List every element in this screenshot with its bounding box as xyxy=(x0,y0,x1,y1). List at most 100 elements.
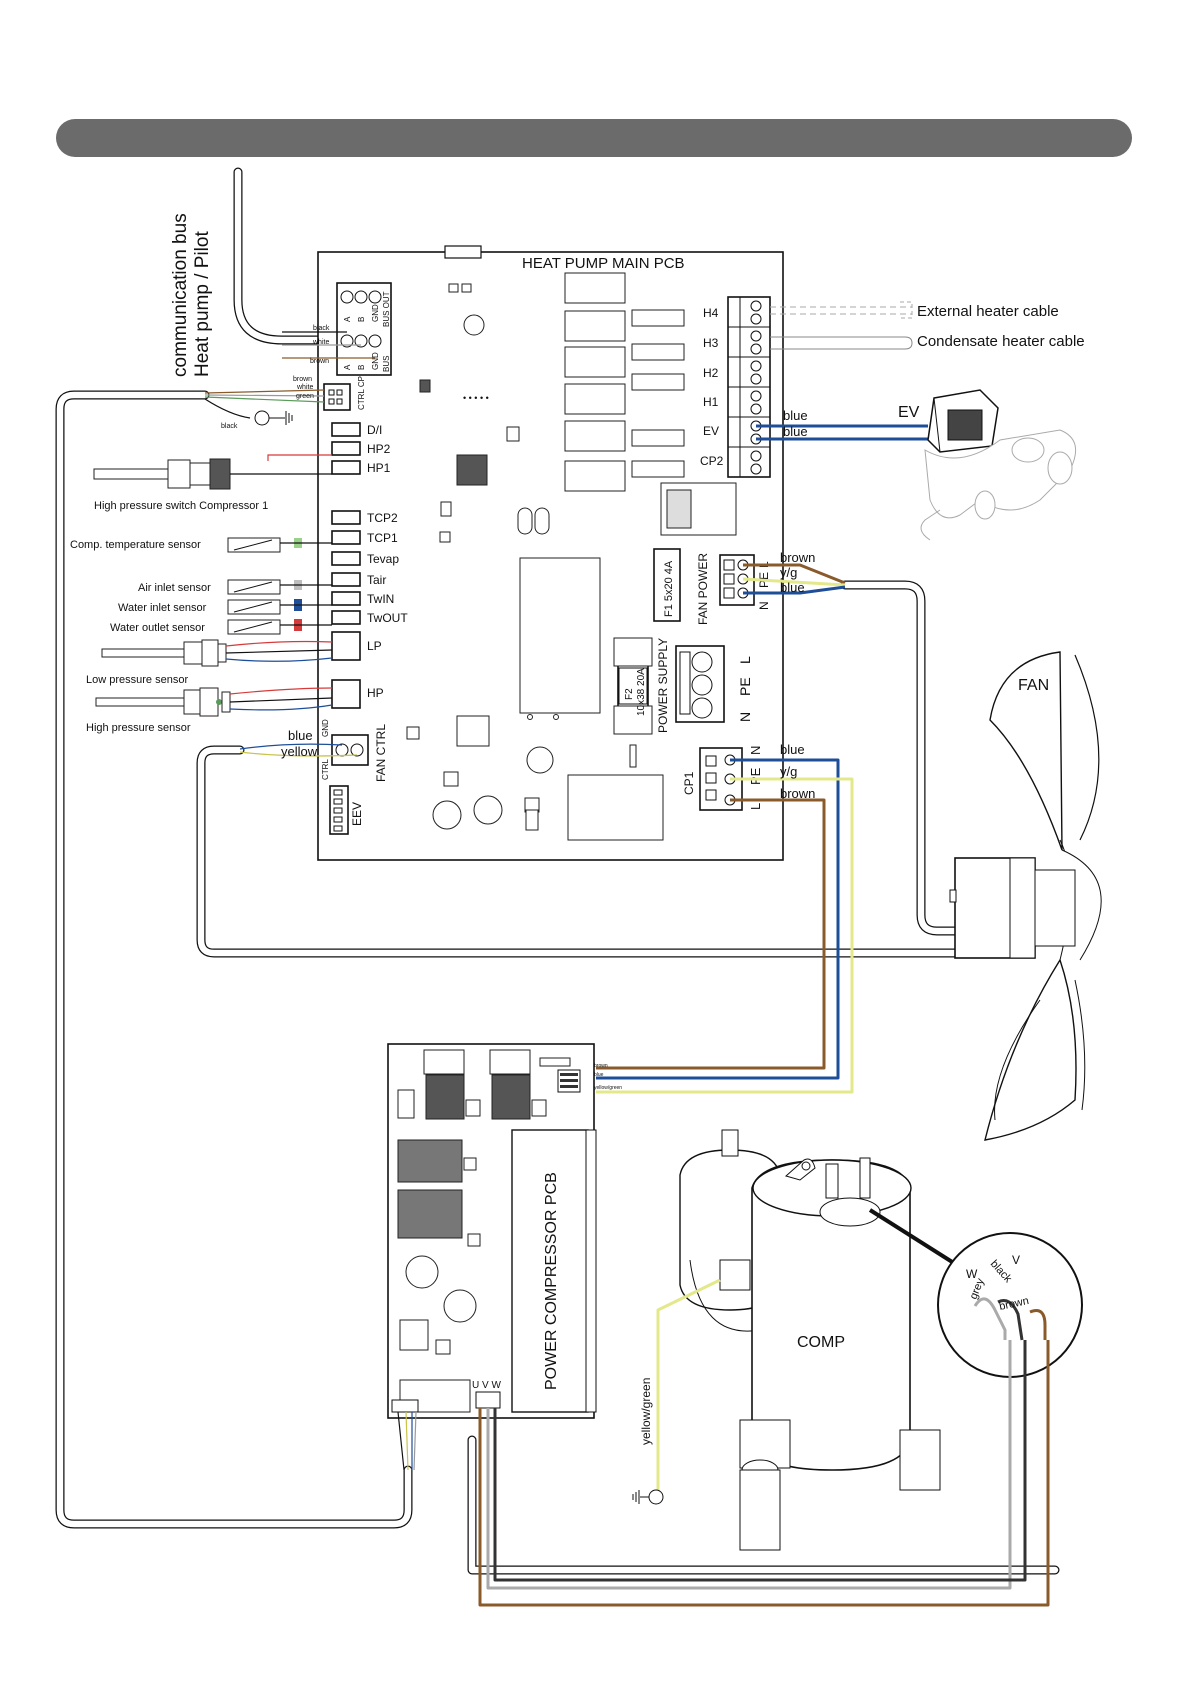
fan-power-pin-n: N xyxy=(757,601,771,610)
condensate-heater-label: Condensate heater cable xyxy=(917,333,1085,350)
svg-text:• • • • •: • • • • • xyxy=(463,393,489,403)
detail-w: W xyxy=(966,1267,978,1281)
term-di: D/I xyxy=(367,423,382,437)
term-twin: TwIN xyxy=(367,592,394,606)
cp-wire-green-label: green xyxy=(296,393,314,400)
power-supply-connector: POWER SUPPLY N PE L xyxy=(656,638,753,733)
low-pressure-sensor: Low pressure sensor xyxy=(86,639,333,686)
ctrl-cp-connector: CTRL CP xyxy=(323,376,366,411)
ev-wires: blue blue xyxy=(756,408,928,441)
left-terminal-blocks xyxy=(331,422,361,709)
uvw-wires xyxy=(478,1340,1050,1607)
cp-wire-black-label: black xyxy=(221,423,238,430)
term-hp1: HP1 xyxy=(367,461,391,475)
detail-v: V xyxy=(1012,1253,1020,1267)
uvw-label: U V W xyxy=(472,1380,501,1391)
term-ev: EV xyxy=(703,424,719,438)
left-terminal-labels: D/I HP2 HP1 TCP2 TCP1 Tevap Tair TwIN Tw… xyxy=(367,423,408,700)
gnd-label: GND xyxy=(321,719,330,737)
right-terminal-strip xyxy=(727,296,771,478)
compressor-cable-loop xyxy=(467,1435,1060,1575)
fan-label: FAN xyxy=(1018,677,1049,694)
term-tcp1: TCP1 xyxy=(367,531,398,545)
term-tair: Tair xyxy=(367,573,386,587)
bus-pin-a-bottom: A xyxy=(343,364,352,370)
cp1-pin-pe: PE xyxy=(748,767,763,785)
power-pcb-label: POWER COMPRESSOR PCB xyxy=(543,1172,560,1390)
condensate-heater-cable: Condensate heater cable xyxy=(770,333,1085,350)
relays xyxy=(564,272,685,492)
term-hp2: HP2 xyxy=(367,442,391,456)
right-terminal-labels: H4 H3 H2 H1 EV CP2 xyxy=(700,306,724,468)
water-inlet-sensor: Water inlet sensor xyxy=(118,599,332,615)
power-supply-pin-l: L xyxy=(737,656,753,664)
cp1-yg-label: y/g xyxy=(780,764,797,779)
main-pcb: HEAT PUMP MAIN PCB xyxy=(317,245,784,861)
term-lp: LP xyxy=(367,639,382,653)
ev-wire-blue-1: blue xyxy=(783,408,808,423)
main-pcb-title: HEAT PUMP MAIN PCB xyxy=(522,255,685,272)
ctrl-cp-label: CTRL CP xyxy=(357,376,366,410)
high-pressure-sensor: High pressure sensor xyxy=(86,687,333,734)
comp-ground-label: yellow/green xyxy=(639,1378,653,1445)
bus-wire-black-label: black xyxy=(313,325,330,332)
term-twout: TwOUT xyxy=(367,611,408,625)
power-supply-pin-pe: PE xyxy=(737,677,753,696)
external-heater-cable: External heater cable xyxy=(770,301,1059,320)
cp-wire-brown-label: brown xyxy=(293,376,312,383)
bus-wire-white-label: white xyxy=(312,339,329,346)
fan: FAN xyxy=(949,651,1102,1141)
bus-label: BUS xyxy=(382,356,391,372)
term-h3: H3 xyxy=(703,336,719,350)
term-cp2: CP2 xyxy=(700,454,724,468)
water-outlet-sensor: Water outlet sensor xyxy=(110,619,332,635)
term-tevap: Tevap xyxy=(367,552,399,566)
bus-wires: black white brown xyxy=(282,325,375,365)
power-supply-pin-n: N xyxy=(737,712,753,722)
water-inlet-label: Water inlet sensor xyxy=(118,602,207,614)
fan-ctrl-blue-label: blue xyxy=(288,728,313,743)
fan-power-label: FAN POWER xyxy=(696,553,710,625)
bus-cable xyxy=(233,167,325,345)
bus-label-line1: communication bus xyxy=(170,213,191,377)
bus-pin-gnd-top: GND xyxy=(371,304,380,322)
fan-power-blue-label: blue xyxy=(780,580,805,595)
compressor-ground: yellow/green xyxy=(632,1278,721,1505)
bus-pin-gnd-bottom: GND xyxy=(371,352,380,370)
ctrl-cp-wires: brown white green black xyxy=(204,376,325,430)
fan-ctrl-yellow-label: yellow xyxy=(281,744,318,759)
air-inlet-label: Air inlet sensor xyxy=(138,582,211,594)
term-hp: HP xyxy=(367,686,384,700)
fuse-f1-label: F1 5x20 4A xyxy=(663,560,675,617)
compressor-terminal-detail: W V grey black brown xyxy=(937,1232,1083,1378)
term-h2: H2 xyxy=(703,366,719,380)
bus-label-line2: Heat pump / Pilot xyxy=(192,231,213,377)
water-outlet-label: Water outlet sensor xyxy=(110,622,205,634)
bus-pin-a-top: A xyxy=(343,316,352,322)
bus-connector: BUS OUT BUS A B GND A B GND xyxy=(336,282,392,376)
comp-label: COMP xyxy=(797,1334,845,1351)
fan-ctrl-connector: FAN CTRL GND CTRL xyxy=(321,719,388,782)
cp1-pin-l: L xyxy=(748,803,763,810)
compressor: COMP xyxy=(679,1129,970,1551)
ctrl-label: CTRL xyxy=(321,759,330,780)
bus-pin-b-bottom: B xyxy=(357,365,366,370)
eev-label: EEV xyxy=(350,802,364,826)
fan-ctrl-wires: blue yellow xyxy=(239,728,358,759)
cp1-blue-label: blue xyxy=(780,742,805,757)
cp1-label: CP1 xyxy=(682,771,696,795)
fuse-f2: F2 10x38 20A xyxy=(613,637,653,735)
bus-wire-brown-label: brown xyxy=(310,358,329,365)
high-pressure-label: High pressure sensor xyxy=(86,722,191,734)
bus-loop-cable xyxy=(55,390,413,1529)
fuse-f2-label-2: 10x38 20A xyxy=(636,668,647,716)
cp1-pin-n: N xyxy=(748,746,763,755)
bus-out-label: BUS OUT xyxy=(382,291,391,327)
pcb-blue-small: blue xyxy=(594,1072,604,1078)
pcb-brown-small: brown xyxy=(594,1063,608,1069)
power-supply-label: POWER SUPPLY xyxy=(656,638,670,733)
fan-power-wires: brown y/g blue xyxy=(742,550,846,595)
term-h1: H1 xyxy=(703,395,719,409)
ev-wire-blue-2: blue xyxy=(783,424,808,439)
